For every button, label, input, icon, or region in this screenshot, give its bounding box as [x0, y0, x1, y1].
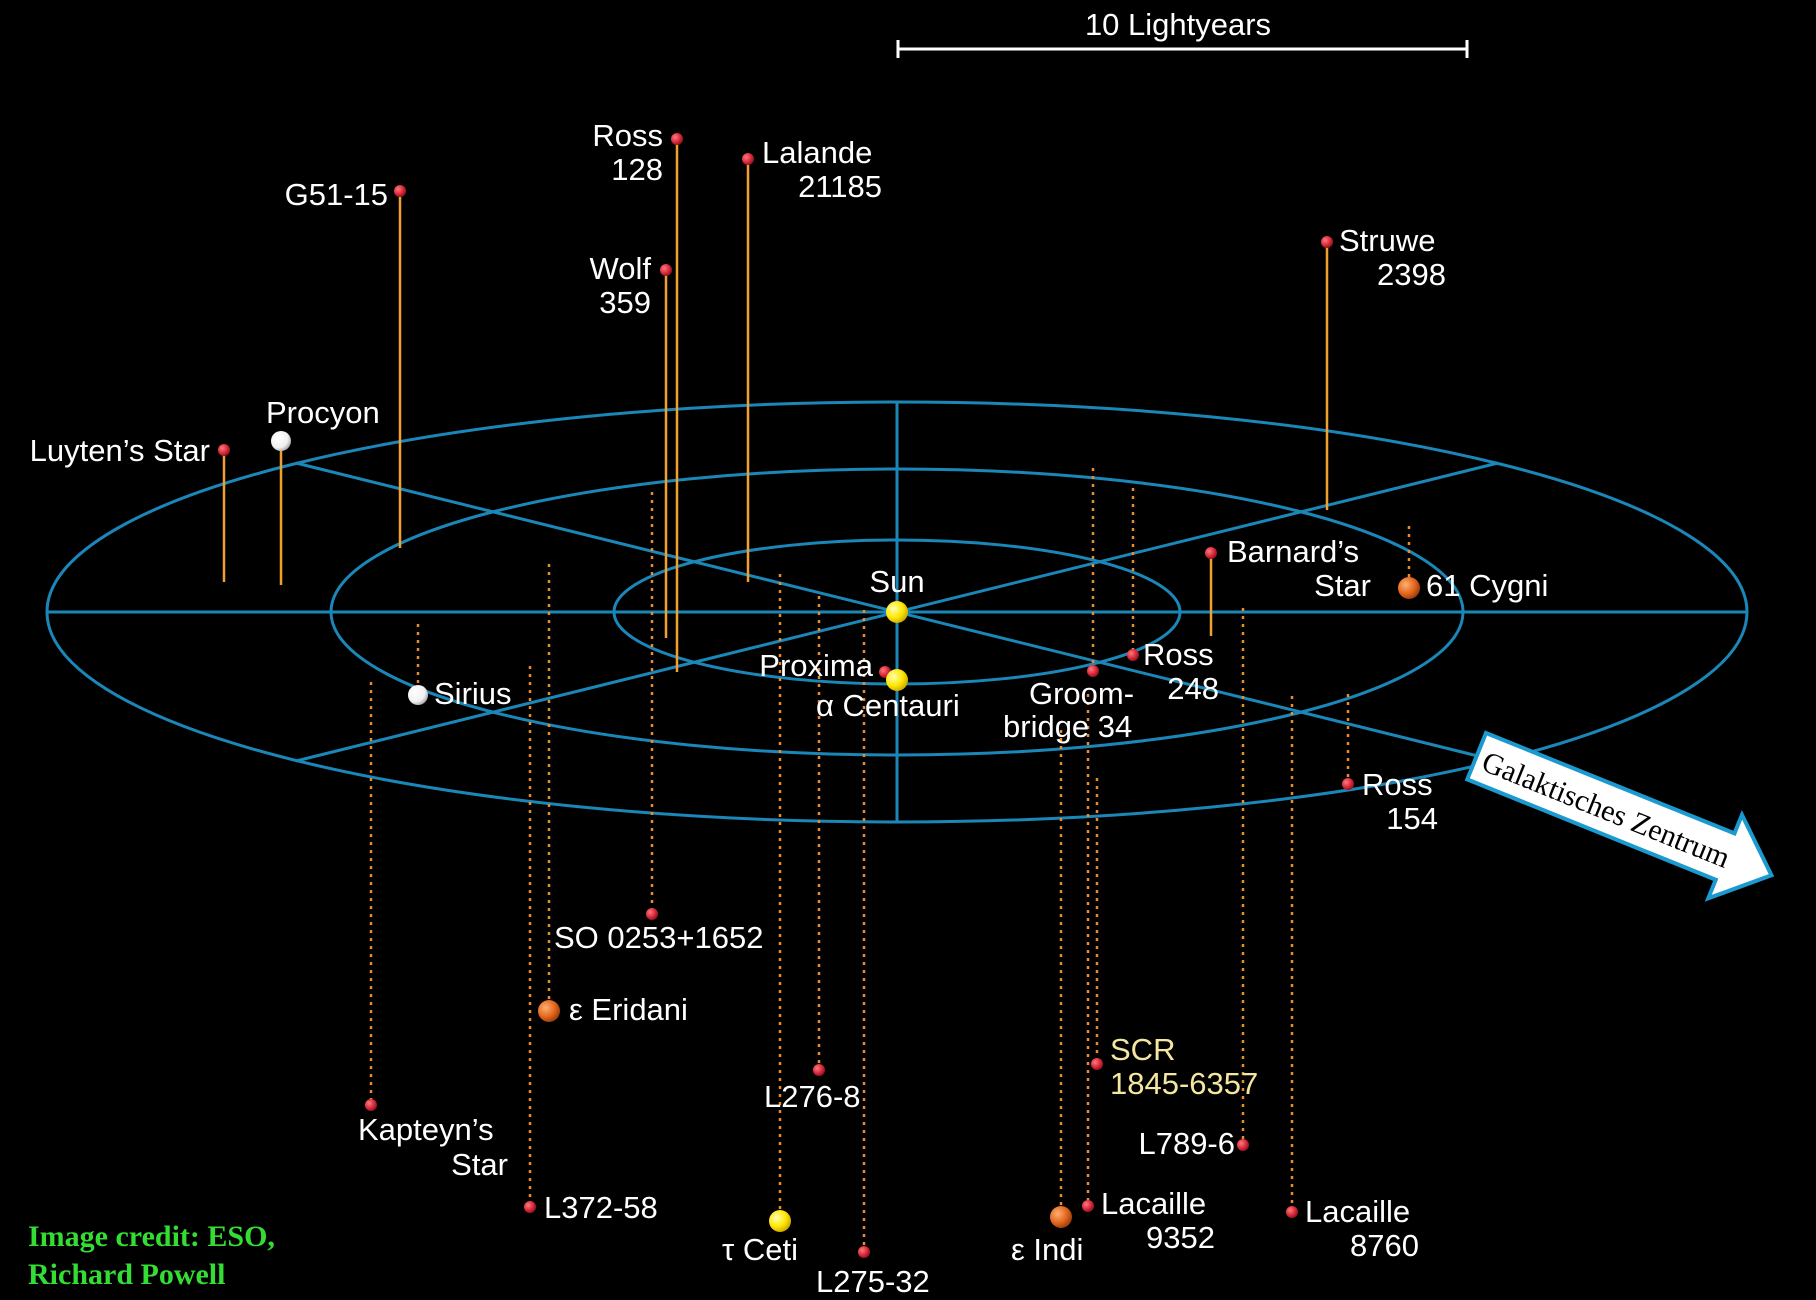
label-procyon: Procyon: [266, 395, 380, 430]
star-sirius: [408, 685, 428, 705]
label-ross-154-line2: 154: [1386, 801, 1438, 836]
star-lacaille-9352: [1082, 1200, 1094, 1212]
label-ross-128-line2: 128: [611, 152, 663, 187]
star-so-0253: [646, 908, 658, 920]
star-eps-eridani: [538, 1000, 560, 1022]
star-labels: Sun Proxima α Centauri Luyten’s Star Pro…: [30, 118, 1549, 1299]
label-ross-154-line1: Ross: [1362, 767, 1433, 802]
label-barnard-line1: Barnard’s: [1227, 534, 1359, 569]
star-alpha-centauri: [886, 669, 908, 691]
label-61-cygni: 61 Cygni: [1426, 568, 1548, 603]
star-ross-128: [671, 133, 683, 145]
star-tau-ceti: [769, 1210, 791, 1232]
label-struwe-line1: Struwe: [1339, 223, 1435, 258]
label-scr-line1: SCR: [1110, 1032, 1175, 1067]
label-l276-8: L276-8: [764, 1079, 861, 1114]
label-wolf-line1: Wolf: [590, 251, 652, 286]
star-struwe-2398: [1321, 236, 1333, 248]
label-ross-128-line1: Ross: [592, 118, 663, 153]
label-groombridge-line2: bridge 34: [1003, 709, 1132, 744]
label-kapteyn-line2: Star: [451, 1147, 508, 1182]
label-lacaille-8760-line1: Lacaille: [1305, 1194, 1410, 1229]
label-lalande-line2: 21185: [798, 169, 882, 204]
label-barnard-line2: Star: [1314, 568, 1371, 603]
label-scr-line2: 1845-6357: [1110, 1066, 1258, 1101]
label-alpha-centauri: α Centauri: [816, 688, 960, 723]
stems-below-plane: [369, 468, 1411, 1250]
label-wolf-line2: 359: [599, 285, 651, 320]
label-luyten: Luyten’s Star: [30, 433, 210, 468]
galactic-center-arrow-shape: [1464, 730, 1775, 902]
star-kapteyn: [365, 1099, 377, 1111]
label-sirius: Sirius: [434, 676, 512, 711]
star-barnard: [1205, 547, 1217, 559]
star-lalande-21185: [742, 153, 754, 165]
image-credit-line1: Image credit: ESO,: [28, 1220, 275, 1253]
star-scr-1845: [1091, 1058, 1103, 1070]
label-kapteyn-line1: Kapteyn’s: [358, 1112, 494, 1147]
label-g51-15: G51-15: [285, 177, 388, 212]
star-luyten: [218, 444, 230, 456]
image-credit-line2: Richard Powell: [28, 1258, 226, 1291]
galactic-center-label: Galaktisches Zentrum: [1477, 745, 1734, 875]
star-wolf-359: [660, 264, 672, 276]
star-sun: [886, 601, 908, 623]
label-lalande-line1: Lalande: [762, 135, 872, 170]
star-lacaille-8760: [1286, 1206, 1298, 1218]
stars: [218, 133, 1420, 1258]
galactic-center-arrow: Galaktisches Zentrum: [1464, 730, 1775, 902]
scale-bar-label: 10 Lightyears: [1085, 7, 1271, 42]
star-l275-32: [858, 1246, 870, 1258]
label-l275-32: L275-32: [816, 1264, 930, 1299]
label-lacaille-9352-line2: 9352: [1146, 1220, 1215, 1255]
label-eps-indi: ε Indi: [1011, 1232, 1083, 1267]
label-groombridge-line1: Groom-: [1029, 676, 1134, 711]
label-struwe-line2: 2398: [1377, 257, 1446, 292]
star-l276-8: [813, 1064, 825, 1076]
star-eps-indi: [1050, 1206, 1072, 1228]
star-61-cygni: [1398, 577, 1420, 599]
star-l372-58: [524, 1201, 536, 1213]
label-l372-58: L372-58: [544, 1190, 658, 1225]
label-so-0253: SO 0253+1652: [554, 920, 763, 955]
label-ross-248-line2: 248: [1167, 671, 1219, 706]
label-l789-6: L789-6: [1138, 1126, 1235, 1161]
star-g51-15: [394, 185, 406, 197]
image-credit: Image credit: ESO, Richard Powell: [28, 1218, 275, 1294]
label-proxima: Proxima: [759, 648, 873, 683]
label-lacaille-9352-line1: Lacaille: [1101, 1186, 1206, 1221]
star-ross-248: [1127, 649, 1139, 661]
star-groombridge-34: [1087, 665, 1099, 677]
label-sun: Sun: [869, 564, 924, 599]
star-procyon: [271, 431, 291, 451]
star-ross-154: [1342, 778, 1354, 790]
label-lacaille-8760-line2: 8760: [1350, 1228, 1419, 1263]
label-tau-ceti: τ Ceti: [722, 1232, 798, 1267]
stems-above-plane: [222, 139, 1329, 672]
label-ross-248-line1: Ross: [1143, 637, 1214, 672]
label-eps-eridani: ε Eridani: [569, 992, 688, 1027]
star-l789-6: [1237, 1139, 1249, 1151]
scale-bar: [896, 40, 1469, 58]
